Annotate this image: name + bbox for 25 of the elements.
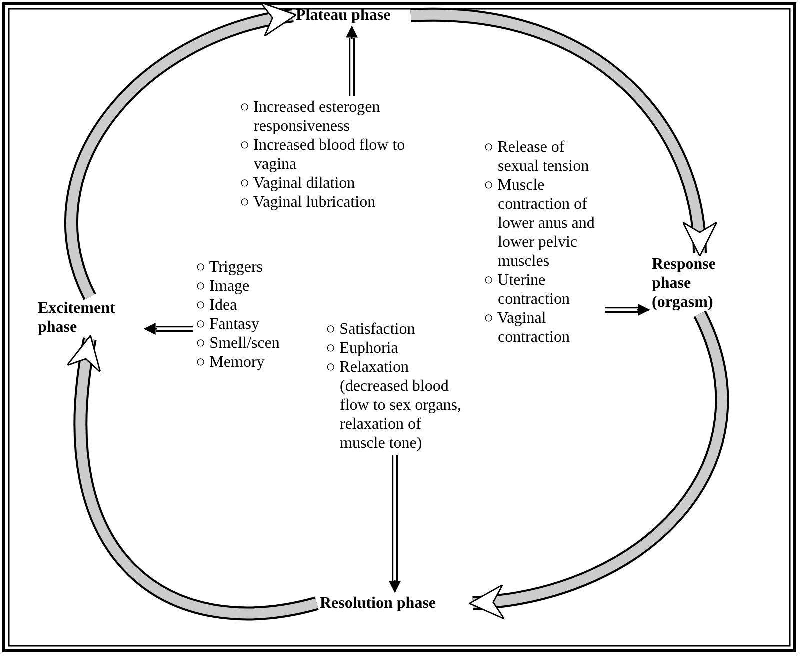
phase-label: Response phase (orgasm) (652, 255, 748, 312)
double-line-arrow (604, 304, 650, 316)
list-item: ○ Idea (196, 296, 238, 315)
list-item: ○ Vaginal dilation (240, 174, 356, 193)
list-item: ○ Increased esterogen responsiveness (240, 98, 382, 136)
double-line-arrow (144, 323, 194, 335)
phase-label: Resolution phase (320, 594, 470, 613)
list-item: ○ Relaxation (decreased blood flow to sex organs, relaxation of muscle tone) (326, 358, 462, 453)
list-item: ○ Image (196, 277, 251, 296)
list-item: ○ Satisfaction (326, 320, 416, 339)
list-item: ○ Vaginal lubrication (240, 193, 377, 212)
phase-label: Excitement phase (38, 299, 142, 337)
list-item: ○ Increased blood flow to vagina (240, 136, 406, 174)
list-item: ○ Smell/scen (196, 334, 281, 353)
double-line-arrow (346, 26, 358, 97)
list-item: ○ Triggers (196, 258, 264, 277)
list-item: ○ Fantasy (196, 315, 260, 334)
list-item: ○ Uterine contraction (484, 271, 571, 309)
double-line-arrow (389, 454, 401, 594)
phase-label: Plateau phase (296, 6, 408, 25)
list-item: ○ Vaginal contraction (484, 309, 571, 347)
list-item: ○ Muscle contraction of lower anus and lower pelvic muscles (484, 176, 596, 271)
list-item: ○ Euphoria (326, 339, 400, 358)
list-item: ○ Memory (196, 353, 266, 372)
list-item: ○ Release of sexual tension (484, 138, 590, 176)
